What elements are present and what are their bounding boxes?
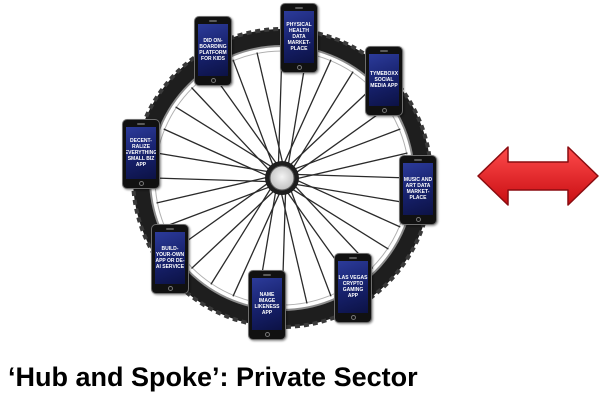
wheel-spoke [294,128,401,170]
wheel-spoke [290,190,332,297]
wheel-spoke [232,193,280,297]
wheel-spoke [191,191,274,269]
app-label-decentralize: DECENT-RALIZE EVERYTHING SMALL BIZ APP [126,138,156,168]
wheel-spoke [163,128,267,176]
phone-home-button [211,78,216,83]
app-label-las-vegas: LAS VEGAS CRYPTO GAMING APP [338,275,368,299]
wheel-spoke [191,87,269,170]
phone-home-button [382,108,387,113]
app-label-name-image: NAME IMAGE LIKENESS APP [254,292,280,316]
phone-speaker [166,228,174,230]
wheel-spoke [210,71,277,164]
wheel-hub [265,161,299,195]
phone-screen: TYMEBOXX SOCIAL MEDIA APP [369,54,399,106]
phone-home-button [416,217,421,222]
wheel-spoke [290,87,373,165]
double-headed-arrow [477,146,599,206]
phone-decentralize: DECENT-RALIZE EVERYTHING SMALL BIZ APP [122,119,160,189]
phone-speaker [349,257,357,259]
phone-speaker [414,159,422,161]
wheel-spoke [163,186,270,228]
phone-speaker [263,274,271,276]
app-label-tymeboxx: TYMEBOXX SOCIAL MEDIA APP [369,71,399,89]
phone-home-button [265,332,270,337]
wheel-spoke [296,106,389,173]
phone-las-vegas: LAS VEGAS CRYPTO GAMING APP [334,253,372,323]
app-label-music-art: MUSIC AND ART DATA MARKET-PLACE [403,177,433,201]
phone-speaker [295,7,303,9]
wheel-spoke [297,180,401,228]
phone-build-your-own: BUILD-YOUR-OWN APP OR DE-AI SERVICE [151,224,189,294]
phone-screen: DID ON-BOARDING PLATFORM FOR KIDS [198,24,228,76]
phone-screen: BUILD-YOUR-OWN APP OR DE-AI SERVICE [155,232,185,284]
diagram-caption: ‘Hub and Spoke’: Private Sector [8,362,418,392]
phone-home-button [351,315,356,320]
wheel-spoke [297,173,411,179]
wheel-spoke [296,183,408,204]
wheel-spoke [175,183,268,250]
phone-speaker [380,50,388,52]
phone-home-button [297,65,302,70]
wheel-spoke [153,177,267,183]
wheel-spoke [292,189,389,250]
phone-speaker [209,20,217,22]
wheel-spoke [232,59,274,166]
wheel-spoke [210,188,271,285]
app-label-build-your-own: BUILD-YOUR-OWN APP OR DE-AI SERVICE [155,246,185,270]
phone-speaker [137,123,145,125]
wheel-spoke [284,59,332,163]
phone-screen: PHYSICAL HEALTH DATA MARKET-PLACE [284,11,314,63]
phone-name-image: NAME IMAGE LIKENESS APP [248,270,286,340]
wheel-spoke [256,52,284,163]
phone-screen: MUSIC AND ART DATA MARKET-PLACE [403,163,433,215]
app-label-physical-health: PHYSICAL HEALTH DATA MARKET-PLACE [286,22,312,52]
phone-screen: NAME IMAGE LIKENESS APP [252,278,282,330]
wheel-spoke [175,106,272,167]
wheel-spoke [280,193,308,304]
app-label-did-onboarding: DID ON-BOARDING PLATFORM FOR KIDS [199,38,227,62]
wheel-spoke [293,71,354,168]
wheel-spoke [156,176,267,204]
phone-tymeboxx: TYMEBOXX SOCIAL MEDIA APP [365,46,403,116]
phone-home-button [139,181,144,186]
phone-screen: LAS VEGAS CRYPTO GAMING APP [338,261,368,313]
wheel-spoke [156,152,268,173]
phone-music-art: MUSIC AND ART DATA MARKET-PLACE [399,155,437,225]
phone-screen: DECENT-RALIZE EVERYTHING SMALL BIZ APP [126,127,156,179]
phone-physical-health: PHYSICAL HEALTH DATA MARKET-PLACE [280,3,318,73]
wheel-spoke [297,152,408,180]
phone-home-button [168,286,173,291]
phone-did-onboarding: DID ON-BOARDING PLATFORM FOR KIDS [194,16,232,86]
